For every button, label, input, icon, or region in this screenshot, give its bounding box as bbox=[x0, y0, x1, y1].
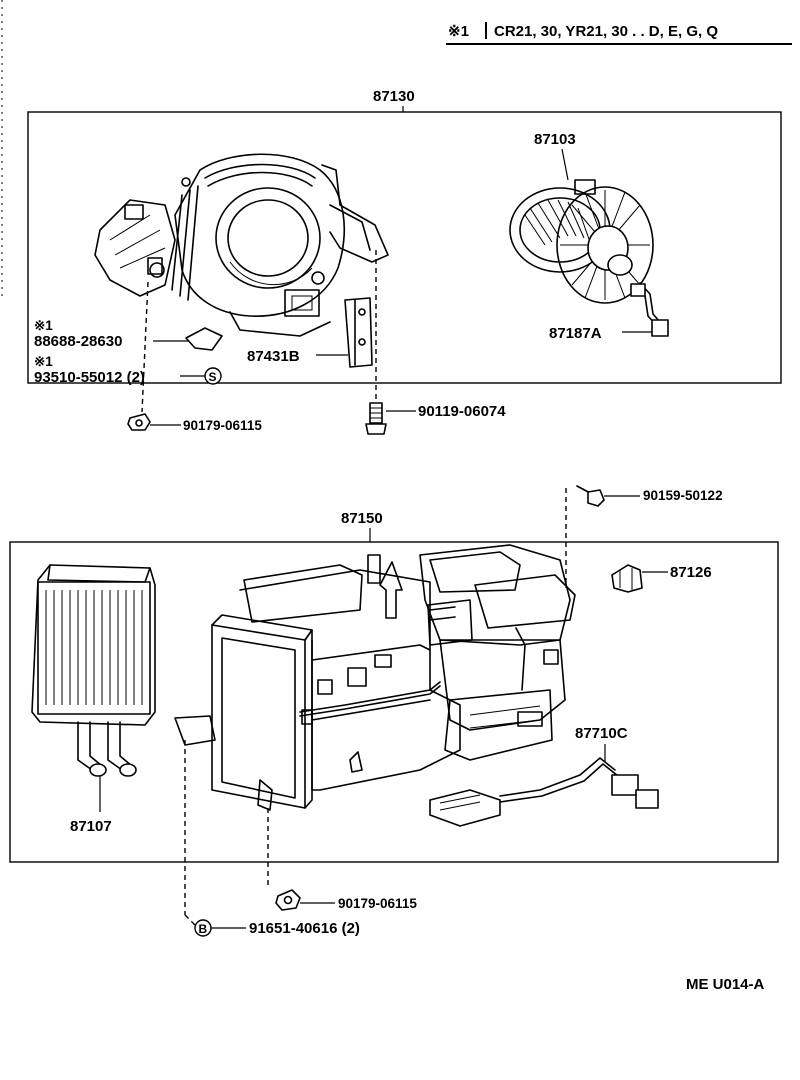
top-assembly-box bbox=[27, 111, 782, 384]
screw-top-right bbox=[365, 402, 387, 435]
header-note-mark: ※1 bbox=[448, 23, 469, 40]
label-note-b: ※1 bbox=[34, 354, 53, 369]
label-note-a: ※1 bbox=[34, 318, 53, 333]
label-clip-bottom: 91651-40616 (2) bbox=[249, 920, 360, 937]
bracket-87431b bbox=[344, 297, 373, 368]
label-resistor: 87710C bbox=[575, 725, 628, 742]
label-clip: 87126 bbox=[670, 564, 712, 581]
screw-bottom bbox=[275, 889, 301, 911]
header-note: ※1 CR21, 30, YR21, 30 . . D, E, G, Q bbox=[446, 22, 792, 45]
symbol-s: S bbox=[209, 370, 217, 384]
label-part-b: 93510-55012 (2) bbox=[34, 369, 145, 386]
leader-motor bbox=[561, 148, 569, 181]
heater-core bbox=[31, 564, 156, 777]
screw-top-left bbox=[127, 413, 151, 431]
screw-mid bbox=[576, 485, 605, 507]
reference-code: ME U014-A bbox=[686, 976, 765, 993]
label-bracket: 87431B bbox=[247, 348, 300, 365]
label-screw-top-right: 90119-06074 bbox=[418, 403, 506, 420]
dash-clip-bottom-horizontal bbox=[184, 914, 196, 926]
label-screw-bottom: 90179-06115 bbox=[338, 896, 417, 911]
symbol-s-circle bbox=[204, 367, 222, 385]
label-harness: 87187A bbox=[549, 325, 602, 342]
dash-screw-left bbox=[141, 281, 149, 413]
label-screw-top-left: 90179-06115 bbox=[183, 418, 262, 433]
bottom-assembly-box bbox=[9, 541, 779, 863]
label-part-a: 88688-28630 bbox=[34, 333, 122, 350]
blower-motor bbox=[509, 179, 654, 304]
label-assy-top: 87130 bbox=[373, 88, 415, 105]
label-core: 87107 bbox=[70, 818, 112, 835]
heater-unit bbox=[174, 544, 576, 811]
seal-88688-28630 bbox=[185, 327, 223, 351]
resistor-87710c bbox=[429, 757, 659, 827]
label-motor: 87103 bbox=[534, 131, 576, 148]
harness-87187a bbox=[630, 282, 669, 337]
symbol-b: B bbox=[199, 922, 208, 936]
header-models: CR21, 30, YR21, 30 . . D, E, G, Q bbox=[494, 23, 718, 40]
blower-case bbox=[94, 153, 389, 337]
label-assy-bottom: 87150 bbox=[341, 510, 383, 527]
clip-87126 bbox=[611, 564, 643, 593]
label-screw-mid: 90159-50122 bbox=[643, 488, 723, 503]
